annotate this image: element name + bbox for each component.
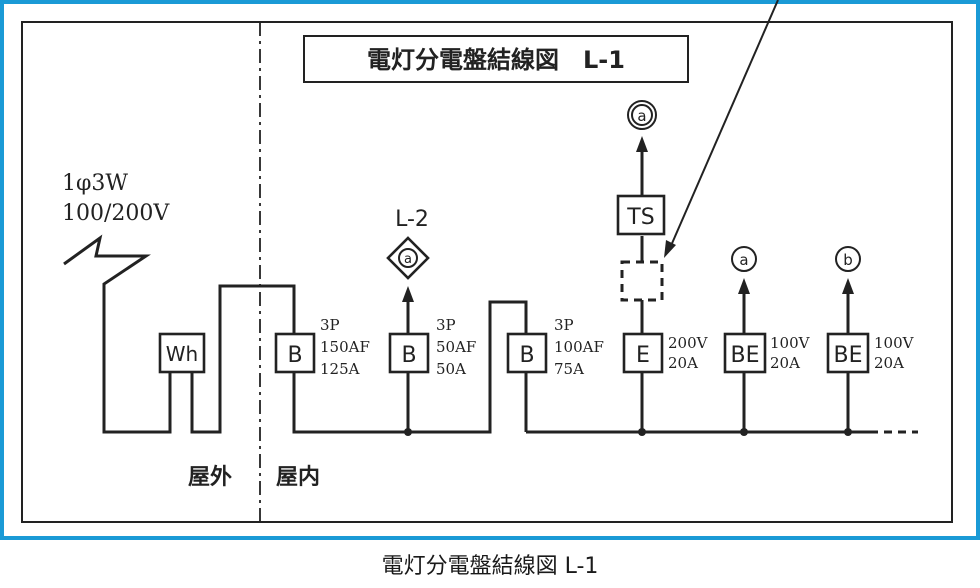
e-marker-inner-circle (631, 104, 653, 126)
dashed-device-box (620, 260, 664, 302)
watt-hour-meter (158, 332, 206, 374)
diagram-frame (0, 0, 980, 540)
leader-arrow-icon (664, 240, 676, 258)
be1-marker-circle (731, 246, 757, 272)
l2-breaker-frame: 50AF (436, 338, 476, 356)
leader-line (669, 0, 779, 249)
arrow-icon (636, 136, 648, 152)
e-breaker-label: E (636, 343, 650, 368)
diagram-title: 電灯分電盤結線図 L-1 (367, 46, 625, 74)
supply-voltage: 100/200V (62, 201, 170, 226)
l2-breaker-trip: 50A (436, 360, 466, 378)
supply-phase: 1φ3W (62, 171, 128, 196)
breaker-3 (506, 332, 548, 374)
be1-marker-label: a (739, 251, 748, 269)
bus-segment-1 (292, 300, 528, 434)
breaker-3-poles: 3P (554, 316, 574, 334)
main-breaker-poles: 3P (320, 316, 340, 334)
figure-caption: 電灯分電盤結線図 L-1 (381, 554, 599, 579)
outdoor-label: 屋外 (188, 464, 232, 490)
breaker-3-label: B (519, 343, 534, 368)
meter-to-main-line (190, 284, 296, 434)
be2-current: 20A (874, 354, 904, 372)
main-breaker-trip: 125A (320, 360, 360, 378)
breaker-3-trip: 75A (554, 360, 584, 378)
l2-marker-label: a (404, 252, 412, 267)
diagram-border (21, 21, 953, 523)
l2-marker-circle (398, 248, 418, 268)
main-breaker (274, 332, 316, 374)
be1-breaker-label: BE (731, 343, 760, 368)
be2-marker-circle (835, 246, 861, 272)
indoor-label: 屋内 (276, 465, 320, 490)
be2-marker-label: b (843, 251, 853, 269)
l2-breaker (388, 332, 430, 374)
meter-label: Wh (166, 342, 198, 366)
main-breaker-label: B (287, 343, 302, 368)
be1-current: 20A (770, 354, 800, 372)
arrow-icon (842, 278, 854, 294)
wiring-diagram: 電灯分電盤結線図 L-1 1φ3W 100/200V Wh B 3P 150AF… (21, 0, 953, 523)
ts-label: TS (626, 205, 654, 230)
main-breaker-frame: 150AF (320, 338, 370, 356)
arrow-icon (402, 286, 414, 302)
e-breaker-voltage: 200V (668, 334, 709, 352)
be1-voltage: 100V (770, 334, 811, 352)
l2-marker-diamond (386, 236, 430, 280)
l2-destination: L-2 (395, 207, 429, 232)
l2-breaker-label: B (401, 343, 416, 368)
l2-breaker-poles: 3P (436, 316, 456, 334)
title-box (303, 35, 689, 83)
service-drop-line (63, 234, 172, 434)
e-marker-label: a (637, 107, 646, 125)
breaker-3-frame: 100AF (554, 338, 604, 356)
e-breaker-current: 20A (668, 354, 698, 372)
e-marker-outer-circle (627, 100, 657, 130)
arrow-icon (738, 278, 750, 294)
be2-voltage: 100V (874, 334, 915, 352)
be2-breaker-label: BE (834, 343, 863, 368)
